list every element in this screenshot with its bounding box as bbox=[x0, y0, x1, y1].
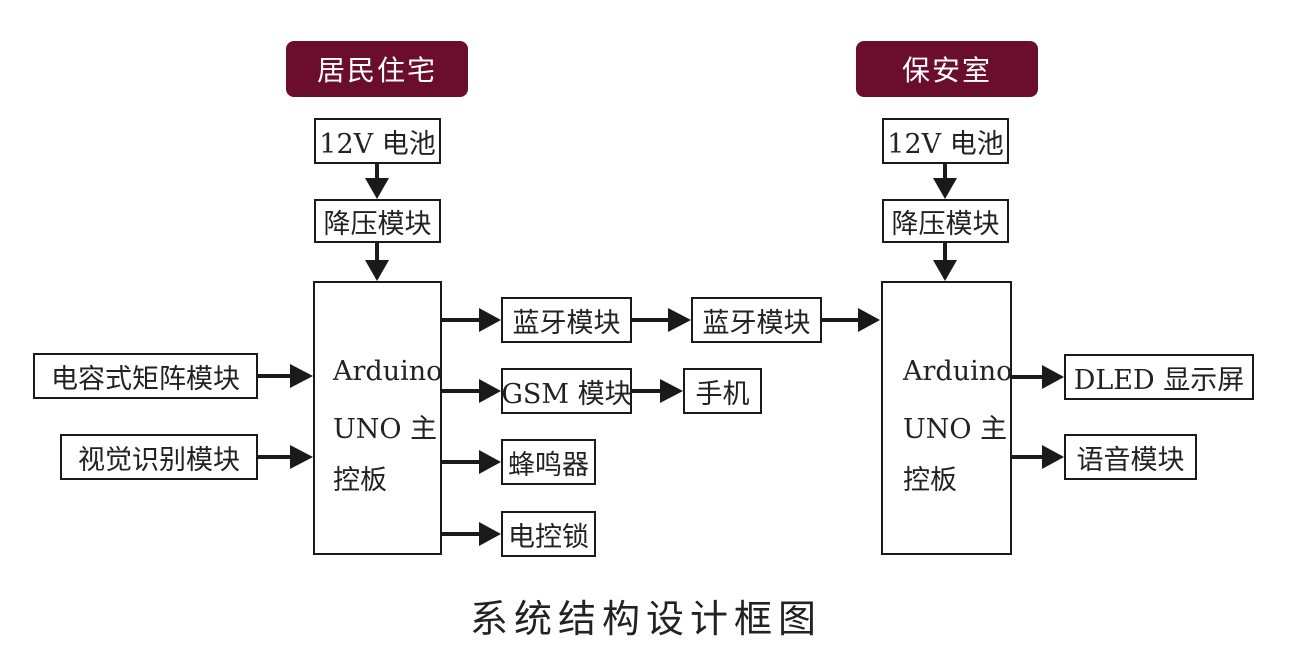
gsm-module-box: GSM 模块 bbox=[501, 368, 632, 414]
electric-lock-box: 电控锁 bbox=[501, 511, 596, 557]
arrowhead bbox=[668, 308, 691, 332]
arrowhead bbox=[933, 178, 957, 199]
mcu-line: Arduino bbox=[333, 356, 443, 387]
arrowhead bbox=[290, 364, 313, 388]
visual-recognition-box: 视觉识别模块 bbox=[60, 434, 258, 480]
arrowhead bbox=[1042, 365, 1064, 389]
figure-caption: 系统结构设计框图 bbox=[469, 597, 822, 641]
arrowhead bbox=[660, 379, 683, 403]
right-arduino-mcu: Arduino UNO 主 控板 bbox=[881, 281, 1012, 555]
arrowhead bbox=[365, 178, 389, 199]
mcu-line: UNO 主 bbox=[903, 414, 1008, 445]
left-arduino-mcu: Arduino UNO 主 控板 bbox=[313, 281, 442, 555]
mcu-line: UNO 主 bbox=[333, 414, 438, 445]
arrowhead bbox=[479, 308, 501, 332]
left-battery-box: 12V 电池 bbox=[314, 118, 441, 164]
arrowhead bbox=[365, 260, 389, 281]
buzzer-box: 蜂鸣器 bbox=[501, 439, 596, 485]
arrowhead bbox=[858, 308, 880, 332]
voice-module-box: 语音模块 bbox=[1064, 434, 1197, 480]
right-buck-module-box: 降压模块 bbox=[882, 199, 1009, 243]
arrowhead bbox=[933, 260, 957, 281]
dled-display-box: DLED 显示屏 bbox=[1064, 354, 1254, 400]
right-battery-box: 12V 电池 bbox=[882, 118, 1009, 164]
capacitive-matrix-box: 电容式矩阵模块 bbox=[33, 353, 258, 399]
left-bluetooth-box: 蓝牙模块 bbox=[501, 297, 632, 343]
arrowhead bbox=[479, 522, 501, 546]
mcu-line: Arduino bbox=[903, 356, 1013, 387]
arrowhead bbox=[290, 445, 313, 469]
header-residence: 居民住宅 bbox=[286, 41, 468, 97]
phone-box: 手机 bbox=[683, 368, 762, 414]
mcu-line: 控板 bbox=[903, 465, 957, 496]
arrowhead bbox=[1042, 445, 1064, 469]
arrowhead bbox=[479, 450, 501, 474]
header-security-room: 保安室 bbox=[856, 41, 1038, 97]
left-buck-module-box: 降压模块 bbox=[314, 199, 441, 243]
mcu-line: 控板 bbox=[333, 465, 387, 496]
arrowhead bbox=[479, 379, 501, 403]
middle-bluetooth-box: 蓝牙模块 bbox=[691, 297, 822, 343]
